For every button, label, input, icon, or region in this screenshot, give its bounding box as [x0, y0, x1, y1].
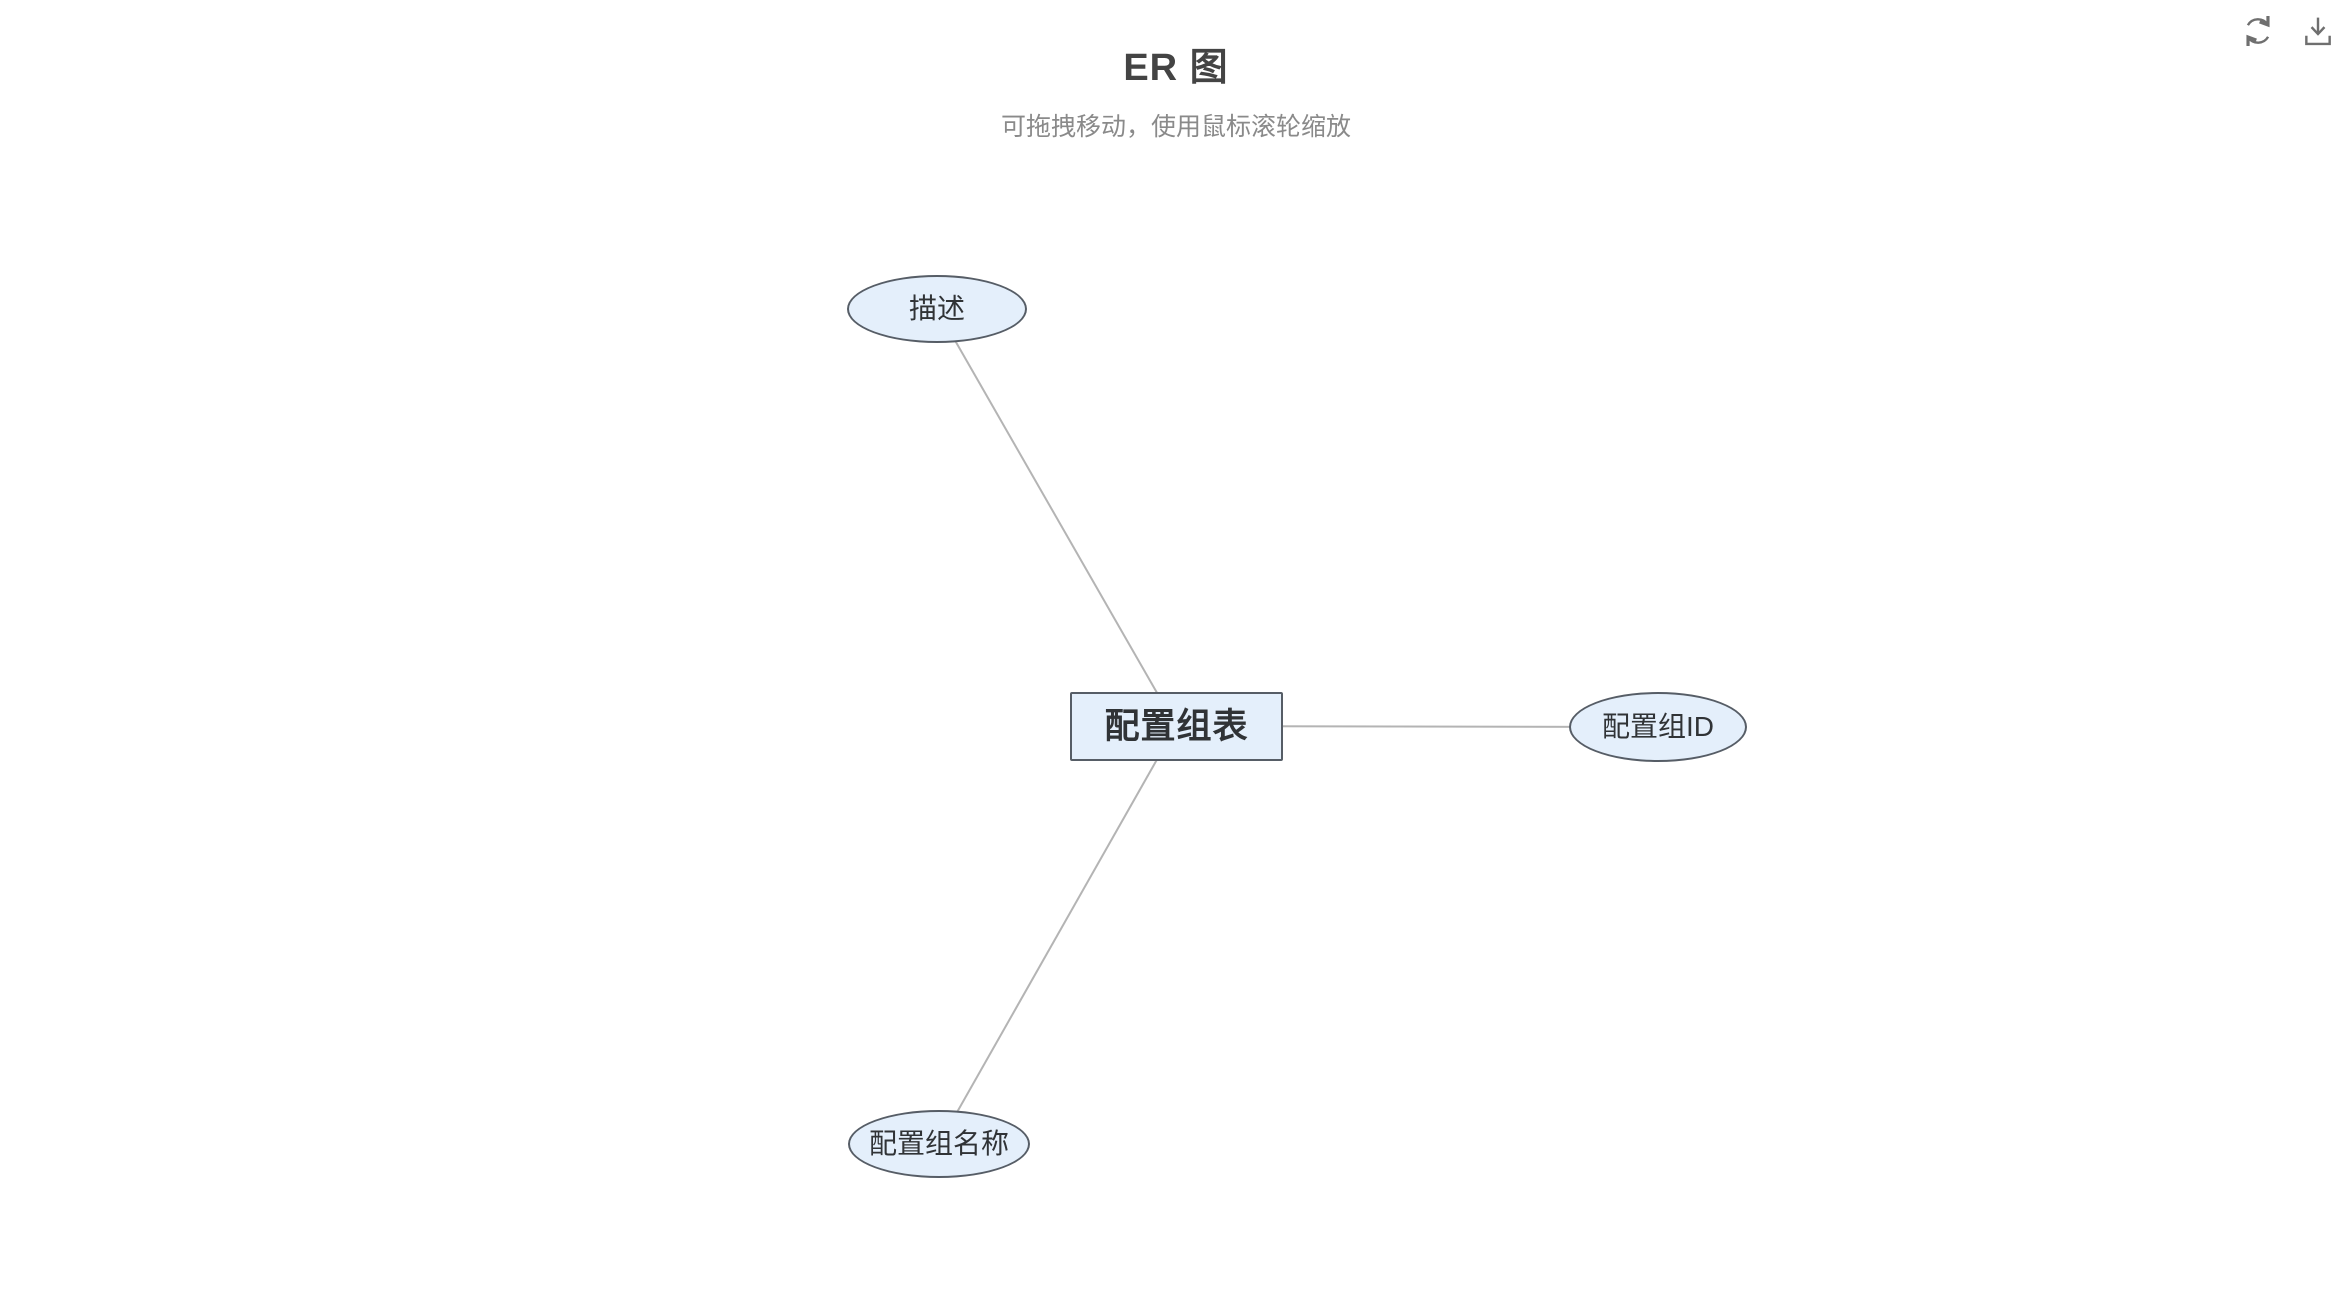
attribute-label: 配置组ID — [1601, 711, 1714, 742]
er-edge — [938, 725, 1177, 1145]
download-button[interactable] — [2298, 11, 2338, 51]
attribute-node-config-group-name[interactable]: 配置组名称 — [848, 1110, 1030, 1178]
entity-node-config-group-table[interactable]: 配置组表 — [1070, 692, 1283, 761]
download-icon — [2299, 12, 2337, 50]
attribute-label: 配置组名称 — [868, 1128, 1009, 1159]
entity-label: 配置组表 — [1104, 707, 1249, 746]
toolbar — [2238, 11, 2338, 51]
er-edge — [936, 308, 1177, 727]
refresh-button[interactable] — [2238, 11, 2278, 51]
attribute-node-description[interactable]: 描述 — [847, 275, 1027, 343]
refresh-icon — [2239, 12, 2277, 50]
attribute-node-config-group-id[interactable]: 配置组ID — [1569, 692, 1747, 762]
attribute-label: 描述 — [908, 293, 965, 324]
